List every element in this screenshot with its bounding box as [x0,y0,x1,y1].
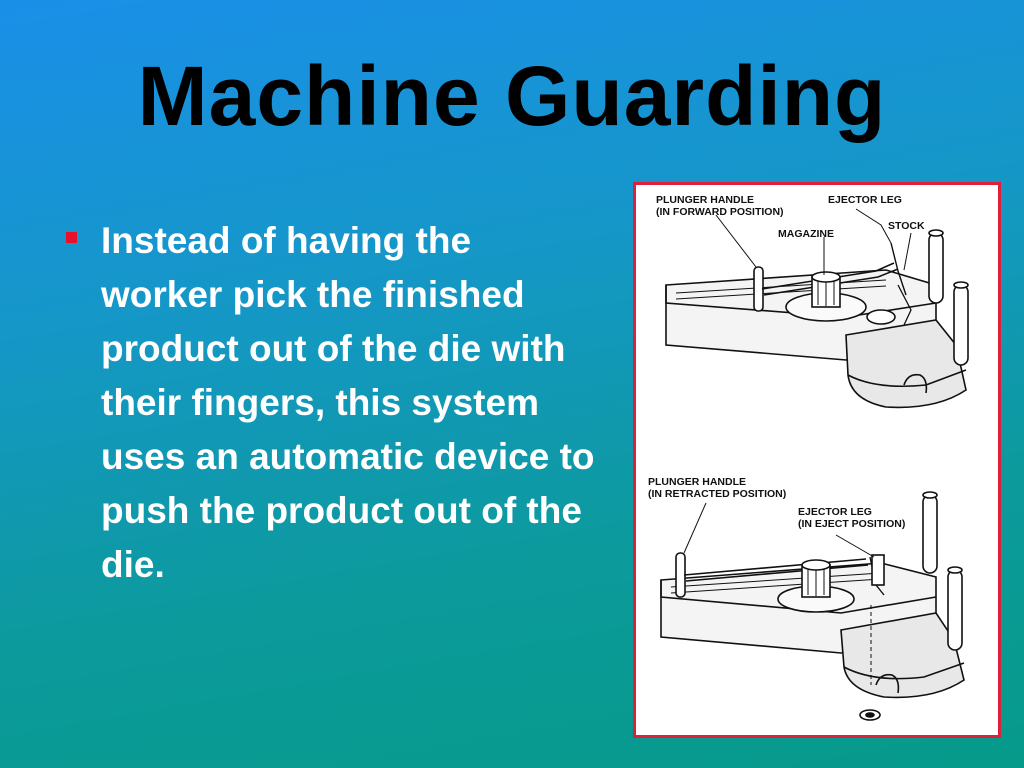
label-plunger-handle-top: PLUNGER HANDLE [656,194,754,206]
label-eject-position: (IN EJECT POSITION) [798,518,905,530]
bottom-diagram [660,491,965,721]
bullet-text: Instead of having the worker pick the fi… [101,220,595,585]
machine-guarding-figure: PLUNGER HANDLE (IN FORWARD POSITION) EJE… [633,182,1001,738]
top-diagram [665,208,969,409]
bullet-item: Instead of having the worker pick the fi… [66,214,596,592]
square-bullet-icon [66,232,77,243]
label-retracted-position: (IN RETRACTED POSITION) [648,488,786,500]
label-plunger-handle-bottom: PLUNGER HANDLE [648,476,746,488]
bullet-list: Instead of having the worker pick the fi… [66,214,596,592]
label-magazine: MAGAZINE [778,228,834,240]
label-ejector-leg-top: EJECTOR LEG [828,194,902,206]
die-ejector-diagram: PLUNGER HANDLE (IN FORWARD POSITION) EJE… [648,194,969,721]
label-ejector-leg-bottom: EJECTOR LEG [798,506,872,518]
label-forward-position: (IN FORWARD POSITION) [656,206,784,218]
label-stock: STOCK [888,220,925,232]
slide-title: Machine Guarding [137,49,887,143]
